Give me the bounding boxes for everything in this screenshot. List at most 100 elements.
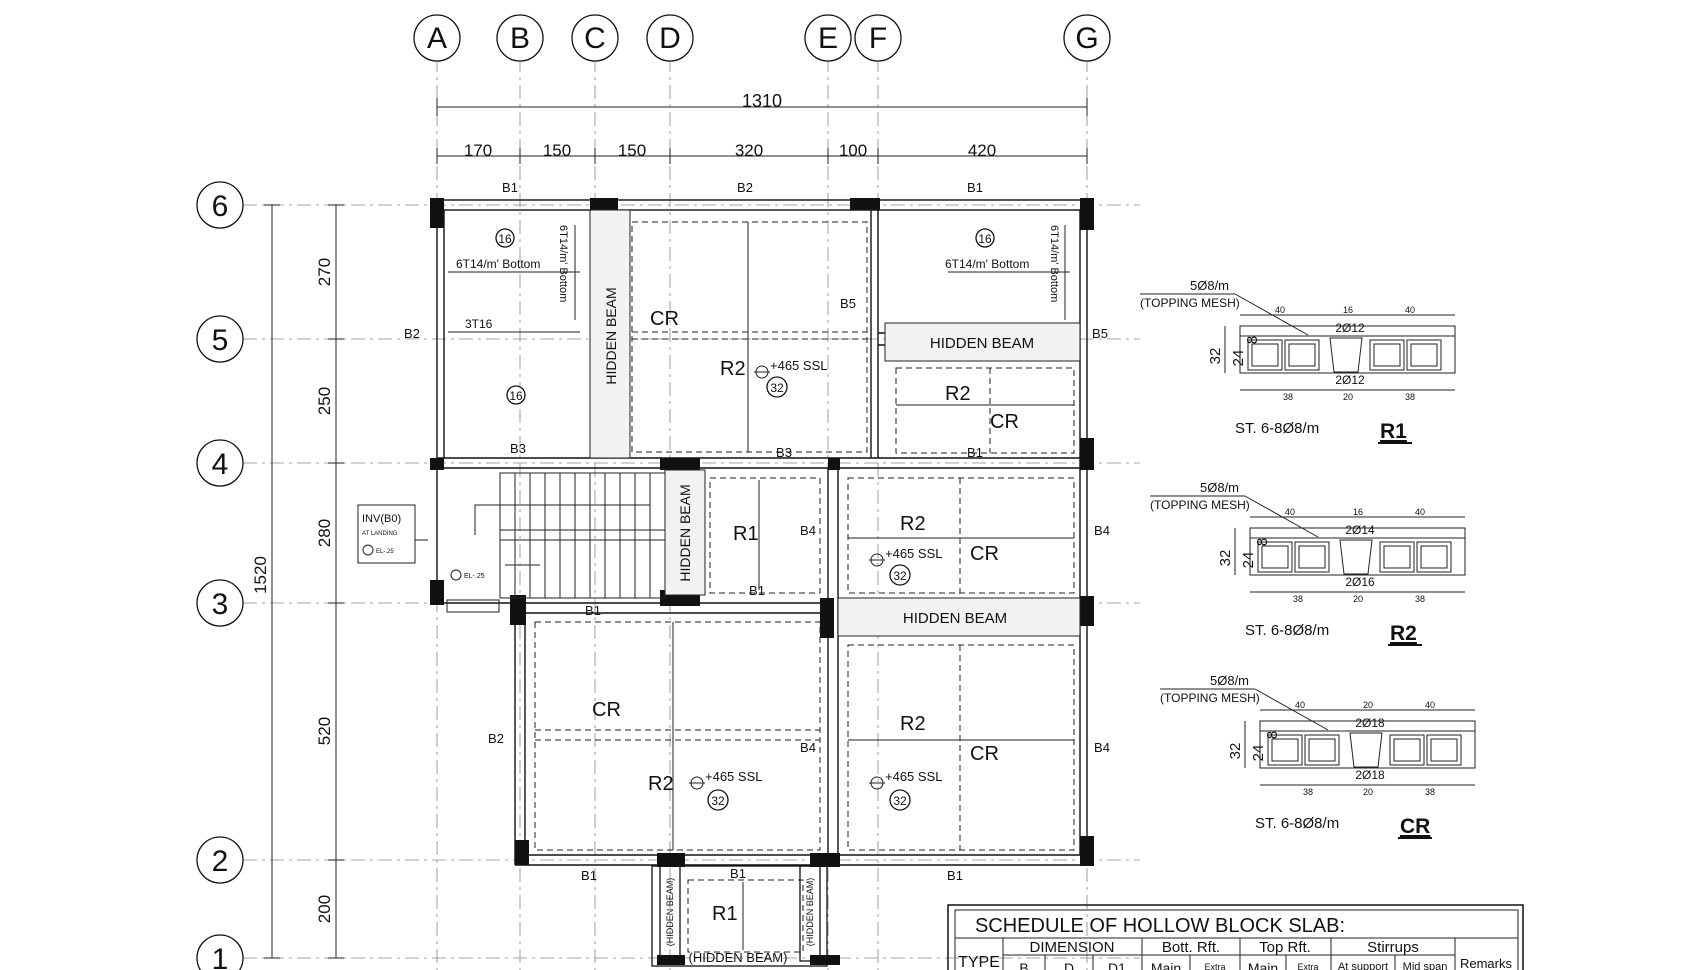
svg-text:D1: D1 [1108, 960, 1126, 970]
level-markers: +465 SSL 32 +465 SSL 32 +465 SSL 32 +465… [689, 358, 942, 811]
svg-text:CR: CR [592, 699, 621, 721]
svg-text:B1: B1 [749, 583, 765, 598]
svg-text:B1: B1 [967, 445, 983, 460]
svg-text:6T14/m' Bottom: 6T14/m' Bottom [456, 257, 540, 271]
section-bottom-dim: 38 [1283, 392, 1293, 402]
section-bottom-dim: 20 [1363, 787, 1373, 797]
svg-text:R2: R2 [648, 773, 674, 795]
svg-text:6T14/m' Bottom: 6T14/m' Bottom [557, 225, 569, 302]
height-dim: 8 [1244, 336, 1261, 344]
section-dim: 16 [1343, 305, 1353, 315]
height-dim: 24 [1250, 745, 1267, 762]
svg-text:CR: CR [970, 543, 999, 565]
svg-text:R1: R1 [712, 903, 738, 925]
svg-text:B2: B2 [488, 731, 504, 746]
grid-bubble-5: 5 [196, 315, 244, 363]
height-dim: 24 [1230, 350, 1247, 367]
row-grid-bubbles: 6 5 4 3 2 1 [196, 181, 244, 970]
top-bar: 2Ø12 [1335, 321, 1365, 335]
svg-text:HIDDEN BEAM: HIDDEN BEAM [903, 610, 1007, 627]
svg-text:Remarks: Remarks [1460, 956, 1513, 970]
overall-height-dim: 1520 [251, 556, 270, 594]
svg-text:B4: B4 [1094, 523, 1110, 538]
section-dim: 16 [1353, 507, 1363, 517]
svg-text:32: 32 [770, 381, 784, 395]
svg-text:32: 32 [893, 569, 907, 583]
top-dimensions: 1310 170 150 150 320 100 420 [436, 91, 1088, 164]
section-bottom-dim: 38 [1293, 594, 1303, 604]
svg-text:1: 1 [212, 943, 229, 970]
svg-text:Main: Main [1151, 960, 1181, 970]
svg-text:R2: R2 [900, 513, 926, 535]
svg-text:A: A [427, 22, 447, 55]
grid-bubble-G: G [1063, 14, 1111, 62]
svg-text:B5: B5 [1092, 326, 1108, 341]
bottom-bar: 2Ø18 [1355, 768, 1385, 782]
svg-text:B: B [1019, 960, 1028, 970]
section-bottom-dim: 38 [1303, 787, 1313, 797]
svg-text:B3: B3 [776, 445, 792, 460]
height-dim: 32 [1207, 348, 1224, 365]
section-dim: 40 [1275, 305, 1285, 315]
svg-text:C: C [584, 22, 606, 55]
grid-bubble-C: C [571, 14, 619, 62]
height-dim: 8 [1254, 538, 1271, 546]
grid-bubble-6: 6 [196, 181, 244, 229]
height-dim: 32 [1217, 550, 1234, 567]
svg-text:B4: B4 [800, 523, 816, 538]
section-dim: 40 [1285, 507, 1295, 517]
section-bottom-dim: 20 [1353, 594, 1363, 604]
svg-text:D: D [1064, 960, 1074, 970]
section-dim: 40 [1415, 507, 1425, 517]
row-dim: 270 [315, 258, 334, 286]
stirrup-label: ST. 6-8Ø8/m [1255, 815, 1339, 832]
svg-text:B1: B1 [947, 868, 963, 883]
left-dimensions: 1520 270 250 280 520 200 [251, 204, 344, 959]
svg-text:At support: At support [1338, 961, 1388, 970]
svg-text:6: 6 [212, 190, 229, 223]
svg-text:32: 32 [893, 794, 907, 808]
svg-text:F: F [869, 22, 887, 55]
bottom-bar: 2Ø12 [1335, 373, 1365, 387]
svg-text:HIDDEN BEAM: HIDDEN BEAM [603, 287, 619, 384]
overall-width-dim: 1310 [742, 91, 782, 111]
svg-text:R1: R1 [733, 523, 759, 545]
svg-text:R2: R2 [900, 713, 926, 735]
svg-text:B1: B1 [967, 180, 983, 195]
svg-text:B1: B1 [581, 868, 597, 883]
mesh-label: 5Ø8/m [1200, 480, 1239, 495]
section-dim: 20 [1363, 700, 1373, 710]
grid-bubble-F: F [854, 14, 902, 62]
svg-text:G: G [1075, 22, 1098, 55]
stirrup-label: ST. 6-8Ø8/m [1235, 420, 1319, 437]
svg-text:6T14/m' Bottom: 6T14/m' Bottom [1048, 225, 1060, 302]
column-grid-bubbles: A B C D E F G [413, 14, 1111, 62]
topping-label: (TOPPING MESH) [1140, 296, 1240, 310]
section-dim: 40 [1295, 700, 1305, 710]
svg-text:R2: R2 [720, 358, 746, 380]
section-name: R1 [1380, 420, 1407, 443]
top-bar: 2Ø18 [1355, 716, 1385, 730]
svg-text:D: D [659, 22, 681, 55]
stirrup-label: ST. 6-8Ø8/m [1245, 622, 1329, 639]
grid-bubble-E: E [804, 14, 852, 62]
section-dim: 40 [1425, 700, 1435, 710]
svg-text:4: 4 [212, 448, 229, 481]
svg-text:B2: B2 [404, 326, 420, 341]
bay-dim: 420 [968, 141, 996, 160]
svg-text:(HIDDEN BEAM): (HIDDEN BEAM) [665, 878, 675, 947]
bay-dim: 150 [618, 141, 646, 160]
svg-text:SCHEDULE OF HOLLOW BLOCK SLAB:: SCHEDULE OF HOLLOW BLOCK SLAB: [975, 915, 1345, 937]
hidden-beam-vertical-1 [589, 209, 631, 459]
svg-text:32: 32 [711, 794, 725, 808]
svg-text:3T16: 3T16 [465, 317, 493, 331]
hidden-beam-horizontal-1 [884, 322, 1081, 362]
grid-bubble-B: B [496, 14, 544, 62]
floor-plan: HIDDEN BEAM HIDDEN BEAM HIDDEN BEAM HIDD… [357, 180, 1110, 967]
svg-text:Extra: Extra [1204, 962, 1225, 970]
svg-text:5: 5 [212, 324, 229, 357]
section-bottom-dim: 38 [1425, 787, 1435, 797]
